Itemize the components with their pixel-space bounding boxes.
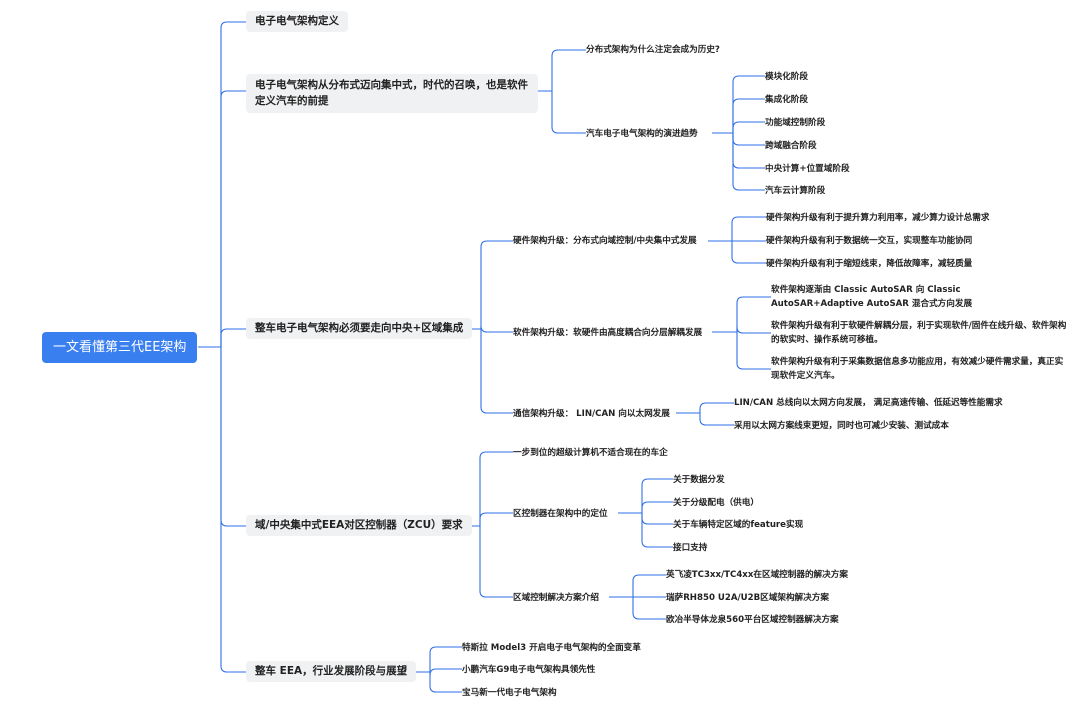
b3-edge-2 [479, 526, 513, 598]
sw-point-autosar[interactable]: 软件架构逐渐由 Classic AutoSAR 向 Classic AutoSA… [771, 285, 973, 309]
sw-point-data-use[interactable]: 软件架构升级有利于采集数据信息多功能应用，有效减少硬件需求量，真正实现软件定义汽… [771, 357, 1064, 381]
b3-zcu-edge-3 [641, 513, 673, 548]
b3-sol-edge-2 [632, 597, 666, 620]
stage-cloud-computing[interactable]: 汽车云计算阶段 [765, 186, 826, 196]
b4-edge-1 [429, 668, 462, 676]
b3-zcu-edge-1 [641, 501, 673, 513]
topic-why-distributed-obsolete[interactable]: 分布式架构为什么注定会成为历史? [586, 45, 720, 55]
b3-edge-0 [479, 451, 513, 526]
b1-edge-1 [551, 91, 586, 134]
b1-trend-edge-2 [732, 121, 765, 133]
b2-comm-edge-1 [699, 413, 734, 426]
root-edge-3 [220, 347, 246, 527]
b2-sw-edge-2 [736, 332, 771, 370]
solution-infineon[interactable]: 英飞凌TC3xx/TC4xx在区域控制器的解决方案 [666, 570, 848, 580]
case-tesla-model3[interactable]: 特斯拉 Model3 开启电子电气架构的全面变革 [462, 643, 641, 653]
b4-edge-0 [429, 646, 462, 672]
b2-comm-edge-0 [699, 402, 734, 413]
root-edge-2 [220, 328, 246, 347]
stage-domain-control[interactable]: 功能域控制阶段 [765, 118, 826, 128]
b2-hw-edge-2 [731, 241, 766, 264]
b2-hw-edge-0 [731, 216, 766, 241]
root-edge-1 [220, 90, 246, 347]
zcu-feature-implementation[interactable]: 关于车辆特定区域的feature实现 [673, 520, 804, 530]
zcu-interface-support[interactable]: 接口支持 [673, 543, 708, 553]
sw-point-decoupling[interactable]: 软件架构升级有利于软硬件解耦分层，利于实现软件/固件在线升级、软件架构的软实时、… [771, 321, 1067, 345]
root-edge-0 [220, 21, 246, 347]
topic-supercomputer[interactable]: 一步到位的超级计算机不适合现在的车企 [513, 448, 668, 458]
zcu-data-distribution[interactable]: 关于数据分发 [673, 475, 725, 485]
topic-zonal-solutions[interactable]: 区域控制解决方案介绍 [513, 593, 599, 603]
b4-edge-2 [429, 672, 462, 693]
stage-modular[interactable]: 模块化阶段 [765, 72, 808, 82]
branch-central-zonal[interactable]: 整车电子电气架构必须要走向中央+区域集成 [246, 318, 473, 340]
case-xpeng-g9[interactable]: 小鹏汽车G9电子电气架构具领先性 [462, 665, 596, 675]
hw-point-harness[interactable]: 硬件架构升级有利于缩短线束，降低故障率，减轻质量 [766, 259, 973, 269]
b2-edge-2 [480, 329, 513, 414]
stage-cross-domain[interactable]: 跨域融合阶段 [765, 141, 817, 151]
topic-communication-upgrade[interactable]: 通信架构升级： LIN/CAN 向以太网发展 [513, 409, 670, 419]
topic-software-upgrade[interactable]: 软件架构升级：软硬件由高度耦合向分层解耦发展 [513, 328, 703, 338]
b2-edge-1 [480, 325, 513, 333]
b2-sw-edge-1 [736, 326, 771, 334]
topic-evolution-trend[interactable]: 汽车电子电气架构的演进趋势 [586, 129, 698, 139]
branch-zcu-requirements[interactable]: 域/中央集中式EEA对区控制器（ZCU）要求 [246, 515, 472, 537]
comm-point-harness-cost[interactable]: 采用以太网方案线束更短，同时也可减少安装、测试成本 [734, 421, 949, 431]
root-topic[interactable]: 一文看懂第三代EE架构 [42, 332, 198, 363]
b3-sol-edge-0 [632, 574, 666, 597]
branch-industry-outlook[interactable]: 整车 EEA，行业发展阶段与展望 [246, 661, 417, 683]
b1-trend-edge-1 [732, 98, 765, 133]
stage-central-zonal[interactable]: 中央计算+位置域阶段 [765, 164, 850, 174]
b2-sw-edge-0 [736, 296, 771, 332]
topic-zcu-positioning[interactable]: 区控制器在架构中的定位 [513, 509, 608, 519]
branch-ee-definition[interactable]: 电子电气架构定义 [246, 11, 348, 33]
b1-trend-edge-5 [732, 133, 765, 191]
hw-point-compute[interactable]: 硬件架构升级有利于提升算力利用率，减少算力设计总需求 [766, 213, 990, 223]
case-bmw[interactable]: 宝马新一代电子电气架构 [462, 688, 557, 698]
hw-point-data[interactable]: 硬件架构升级有利于数据统一交互，实现整车功能协同 [766, 236, 973, 246]
b1-edge-0 [551, 49, 586, 91]
b3-zcu-edge-0 [641, 478, 673, 513]
stage-integrated[interactable]: 集成化阶段 [765, 95, 808, 105]
solution-renesas[interactable]: 瑞萨RH850 U2A/U2B区域架构解决方案 [666, 593, 829, 603]
b1-trend-edge-0 [732, 75, 765, 133]
root-edge-4 [220, 347, 246, 673]
comm-point-ethernet[interactable]: LIN/CAN 总线向以太网方向发展， 满足高速传输、低延迟等性能需求 [734, 398, 1003, 408]
branch-distributed-to-centralized[interactable]: 电子电气架构从分布式迈向集中式，时代的召唤，也是软件定义汽车的前提 [246, 74, 538, 113]
b1-trend-edge-4 [732, 133, 765, 169]
zcu-power-distribution[interactable]: 关于分级配电（供电） [673, 498, 759, 508]
topic-hardware-upgrade[interactable]: 硬件架构升级：分布式向域控制/中央集中式发展 [513, 236, 697, 246]
b3-edge-1 [479, 512, 513, 526]
b1-trend-edge-3 [732, 133, 765, 146]
solution-semidrive[interactable]: 欧冶半导体龙泉560平台区域控制器解决方案 [666, 615, 839, 625]
b2-edge-0 [480, 240, 513, 329]
b3-zcu-edge-2 [641, 513, 673, 525]
